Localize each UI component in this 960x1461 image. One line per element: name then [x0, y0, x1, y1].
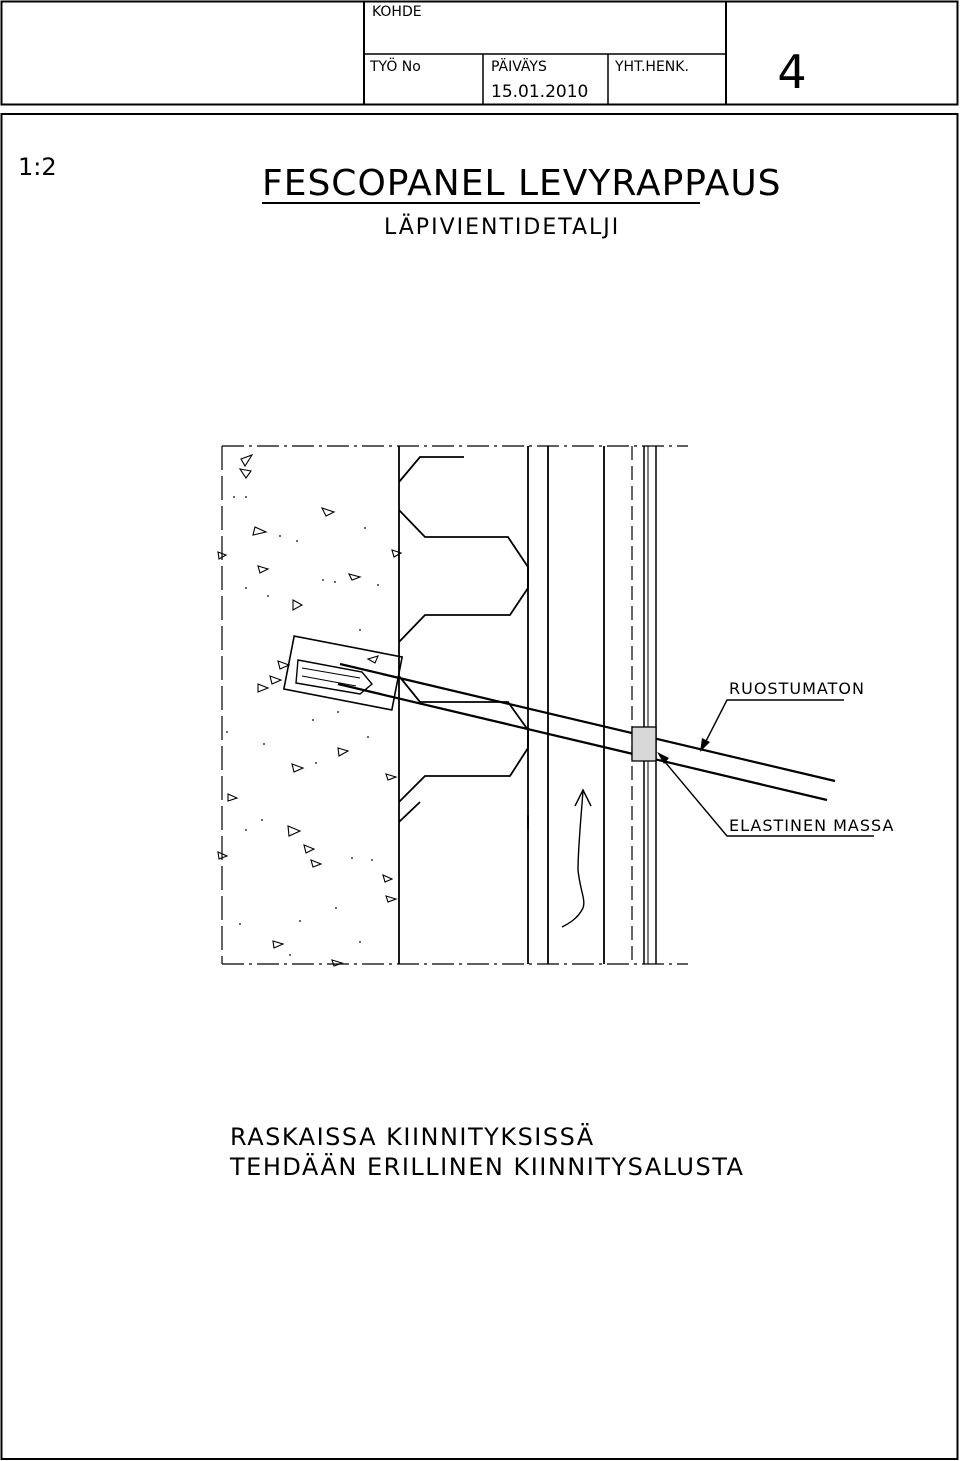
concrete-dots	[226, 496, 379, 956]
date-value: 15.01.2010	[491, 82, 588, 102]
drawing-subtitle: LÄPIVIENTIDETALJI	[384, 214, 620, 240]
title-block: KOHDE TYÖ No PÄIVÄYS 15.01.2010 YHT.HENK…	[0, 0, 959, 106]
note-line-1: RASKAISSA KIINNITYKSISSÄ	[230, 1122, 595, 1151]
sealant-fill	[631, 726, 657, 762]
pipe-label: RUOSTUMATON	[729, 679, 865, 698]
sealant-label: ELASTINEN MASSA	[729, 816, 894, 835]
concrete-aggregate	[217, 453, 403, 967]
section-detail	[217, 445, 874, 967]
paivays-label: PÄIVÄYS	[491, 57, 547, 75]
scale-label: 1:2	[18, 153, 57, 181]
yht-henk-label: YHT.HENK.	[614, 59, 689, 75]
drawing-frame	[0, 113, 959, 1460]
note-line-2: TEHDÄÄN ERILLINEN KIINNITYSALUSTA	[229, 1152, 744, 1181]
sheet-number: 4	[777, 45, 806, 99]
kohde-label: KOHDE	[372, 4, 422, 20]
drawing-title: FESCOPANEL LEVYRAPPAUS	[262, 163, 782, 204]
tyo-no-label: TYÖ No	[369, 57, 421, 75]
